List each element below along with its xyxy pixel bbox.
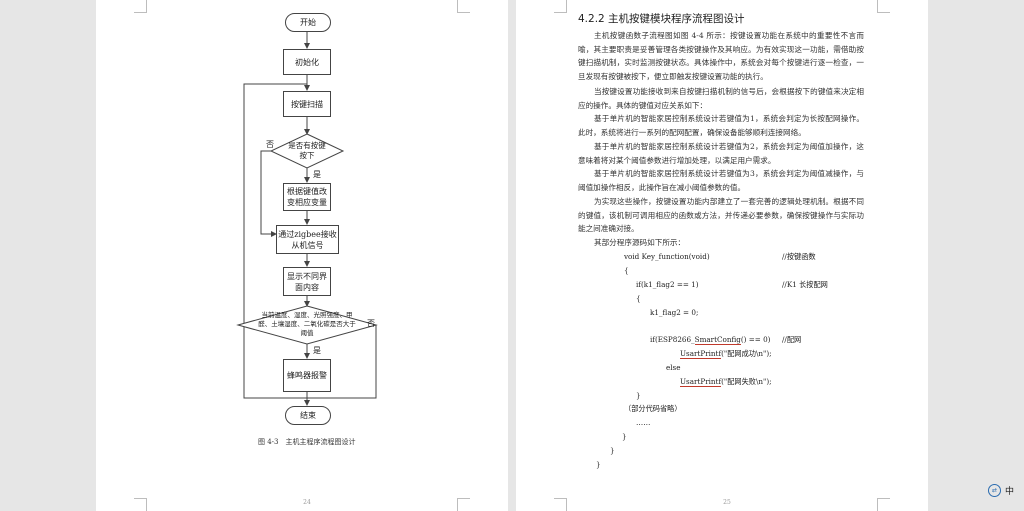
page-number: 24: [303, 499, 311, 506]
end-terminal: 结束: [285, 406, 331, 425]
figure-caption: 图 4-3 主机主程序流程图设计: [258, 438, 356, 446]
crop-mark: [877, 0, 890, 13]
paragraph: 为实现这些操作，按键设置功能内部建立了一套完善的逻辑处理机制。根据不同的键值，该…: [578, 197, 864, 234]
flowchart-connectors: [236, 31, 378, 406]
crop-mark: [554, 498, 567, 511]
code-line: }: [596, 460, 601, 469]
scan-box: 按键扫描: [283, 91, 331, 117]
buzzer-box: 蜂鸣器报警: [283, 359, 331, 392]
section-heading: 4.2.2 主机按键模块程序流程图设计: [578, 13, 745, 25]
code-line: k1_flag2 = 0;: [650, 308, 699, 317]
change-vars-box: 根据键值改变相应变量: [283, 183, 331, 211]
yes-label: 是: [313, 170, 321, 179]
crop-mark: [554, 0, 567, 13]
paragraph: 基于单片机的智能家居控制系统设计若键值为2，系统会判定为阈值加操作，这意味着将对…: [578, 142, 864, 165]
page-number: 25: [723, 499, 731, 506]
code-line: }: [610, 446, 615, 455]
paragraph: 当按键设置功能接收到来自按键扫描机制的信号后，会根据按下的键值来决定相应的操作。…: [578, 87, 864, 110]
init-box: 初始化: [283, 49, 331, 75]
code-line: if(k1_flag2 == 1): [636, 280, 699, 289]
zigbee-box: 通过zigbee接收从机信号: [276, 225, 339, 254]
code-line: }: [622, 432, 627, 441]
crop-mark: [134, 0, 147, 13]
code-line: }: [636, 391, 641, 400]
code-line: （部分代码省略）: [624, 404, 682, 413]
code-line: UsartPrintf("配网成功\n");: [680, 349, 772, 359]
decision-key-label: 是否有按键按下: [288, 141, 326, 160]
ime-icon: ⇄: [987, 484, 1001, 497]
left-page: 开始 初始化 按键扫描 是否有按键按下 否 是 根据键值改变相应变量 通过zig…: [96, 0, 508, 511]
crop-mark: [457, 498, 470, 511]
decision-shape: [269, 133, 345, 169]
ime-label: 中: [1004, 487, 1014, 497]
start-terminal: 开始: [285, 13, 331, 32]
code-line: if(ESP8266_SmartConfig() == 0): [650, 335, 771, 345]
code-line: ……: [636, 418, 651, 427]
decision-threshold-label: 当前温度、湿度、光照强度、甲醛、土壤湿度、二氧化碳是否大于阈值: [258, 311, 356, 337]
display-box: 显示不同界面内容: [283, 267, 331, 296]
ime-indicator[interactable]: ⇄ 中: [987, 484, 1014, 497]
code-comment: //按键函数: [782, 252, 816, 261]
crop-mark: [457, 0, 470, 13]
paragraph: 主机按键函数子流程图如图 4-4 所示：按键设置功能在系统中的重要性不言而喻，其…: [578, 31, 864, 81]
code-comment: //配网: [782, 335, 802, 344]
yes-label: 是: [313, 346, 321, 355]
code-line: void Key_function(void): [624, 252, 710, 261]
no-label: 否: [266, 140, 274, 149]
paragraph: 基于单片机的智能家居控制系统设计若键值为1，系统会判定为长按配网操作。此时，系统…: [578, 114, 864, 137]
code-line: UsartPrintf("配网失败\n");: [680, 377, 772, 387]
paragraph: 其部分程序源码如下所示：: [594, 238, 686, 247]
crop-mark: [134, 498, 147, 511]
paragraph: 基于单片机的智能家居控制系统设计若键值为3，系统会判定为阈值减操作，与阈值加操作…: [578, 169, 864, 192]
crop-mark: [877, 498, 890, 511]
decision-shape: [236, 305, 378, 345]
no-label: 否: [367, 319, 375, 328]
code-line: {: [624, 266, 629, 275]
code-comment: //K1 长按配网: [782, 280, 828, 289]
code-line: {: [636, 294, 641, 303]
code-line: else: [666, 363, 681, 372]
right-page: 4.2.2 主机按键模块程序流程图设计 主机按键函数子流程图如图 4-4 所示：…: [516, 0, 928, 511]
